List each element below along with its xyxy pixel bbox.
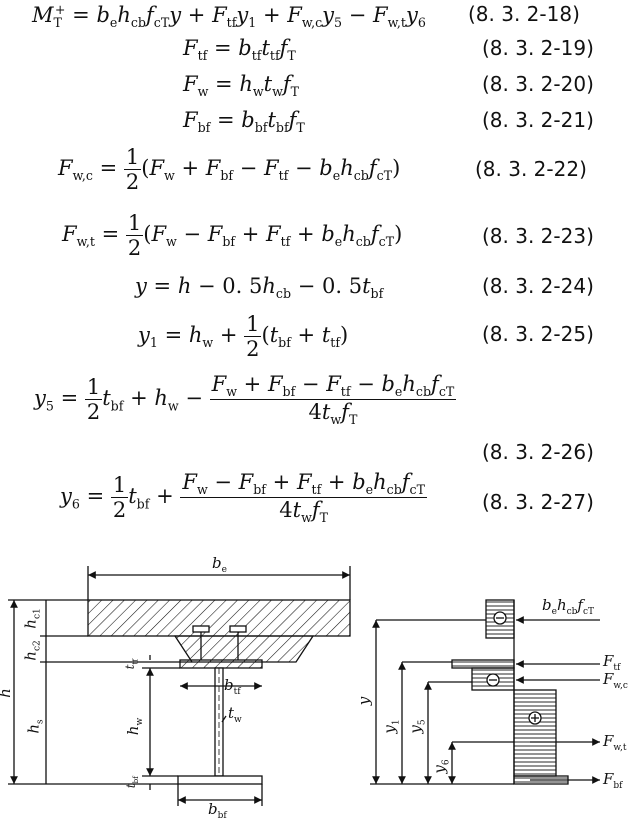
concrete-slab xyxy=(87,599,351,637)
web-tension-block xyxy=(513,689,557,777)
force-diagram xyxy=(370,599,600,785)
label-hc2: hc2 xyxy=(21,640,43,661)
equation-23-number: (8. 3. 2-23) xyxy=(482,224,594,248)
equation-19-number: (8. 3. 2-19) xyxy=(482,36,594,60)
label-y5: y5 xyxy=(406,719,428,734)
label-y: y xyxy=(355,696,374,706)
label-fwt: Fw,t xyxy=(603,732,627,753)
equation-18-number: (8. 3. 2-18) xyxy=(468,2,580,26)
label-be: be xyxy=(212,554,227,575)
label-hs: hs xyxy=(24,719,46,734)
equation-26-number: (8. 3. 2-26) xyxy=(482,440,594,464)
label-btf: btf xyxy=(224,676,241,697)
top-flange-force-block xyxy=(451,659,515,669)
bottom-flange xyxy=(177,775,263,785)
top-flange xyxy=(179,659,263,669)
label-concrete-force: behcbfcT xyxy=(542,596,595,617)
equation-24: y = h − 0. 5hcb − 0. 5tbf xyxy=(135,274,384,302)
label-y1: y1 xyxy=(380,719,402,734)
label-h: h xyxy=(0,688,14,698)
label-hw: hw xyxy=(124,717,146,736)
label-tw: tw xyxy=(228,704,242,725)
label-fwc: Fw,c xyxy=(603,670,628,691)
equation-21: Fbf = bbftbffT xyxy=(183,108,305,136)
cross-section xyxy=(8,566,351,806)
equation-20: Fw = hwtwfT xyxy=(183,72,300,100)
equation-24-number: (8. 3. 2-24) xyxy=(482,274,594,298)
label-bbf: bbf xyxy=(208,800,227,821)
label-hc1: hc1 xyxy=(21,608,43,629)
label-ftf: Ftf xyxy=(603,652,621,673)
equation-22-number: (8. 3. 2-22) xyxy=(475,157,587,181)
equation-25-number: (8. 3. 2-25) xyxy=(482,322,594,346)
label-y6: y6 xyxy=(430,759,452,774)
equation-19: Ftf = btfttffT xyxy=(183,36,296,64)
label-fbf: Fbf xyxy=(603,770,623,791)
concrete-haunch xyxy=(173,635,315,663)
equation-21-number: (8. 3. 2-21) xyxy=(482,108,594,132)
equation-27-number: (8. 3. 2-27) xyxy=(482,490,594,514)
label-tbf: tbf xyxy=(123,776,141,789)
label-ttf: ttf xyxy=(123,659,140,670)
equation-20-number: (8. 3. 2-20) xyxy=(482,72,594,96)
equation-18: MT+ = behcbfcTy + Ftfy1 + Fw,cy5 − Fw,ty… xyxy=(32,2,426,31)
shear-studs xyxy=(192,625,247,660)
